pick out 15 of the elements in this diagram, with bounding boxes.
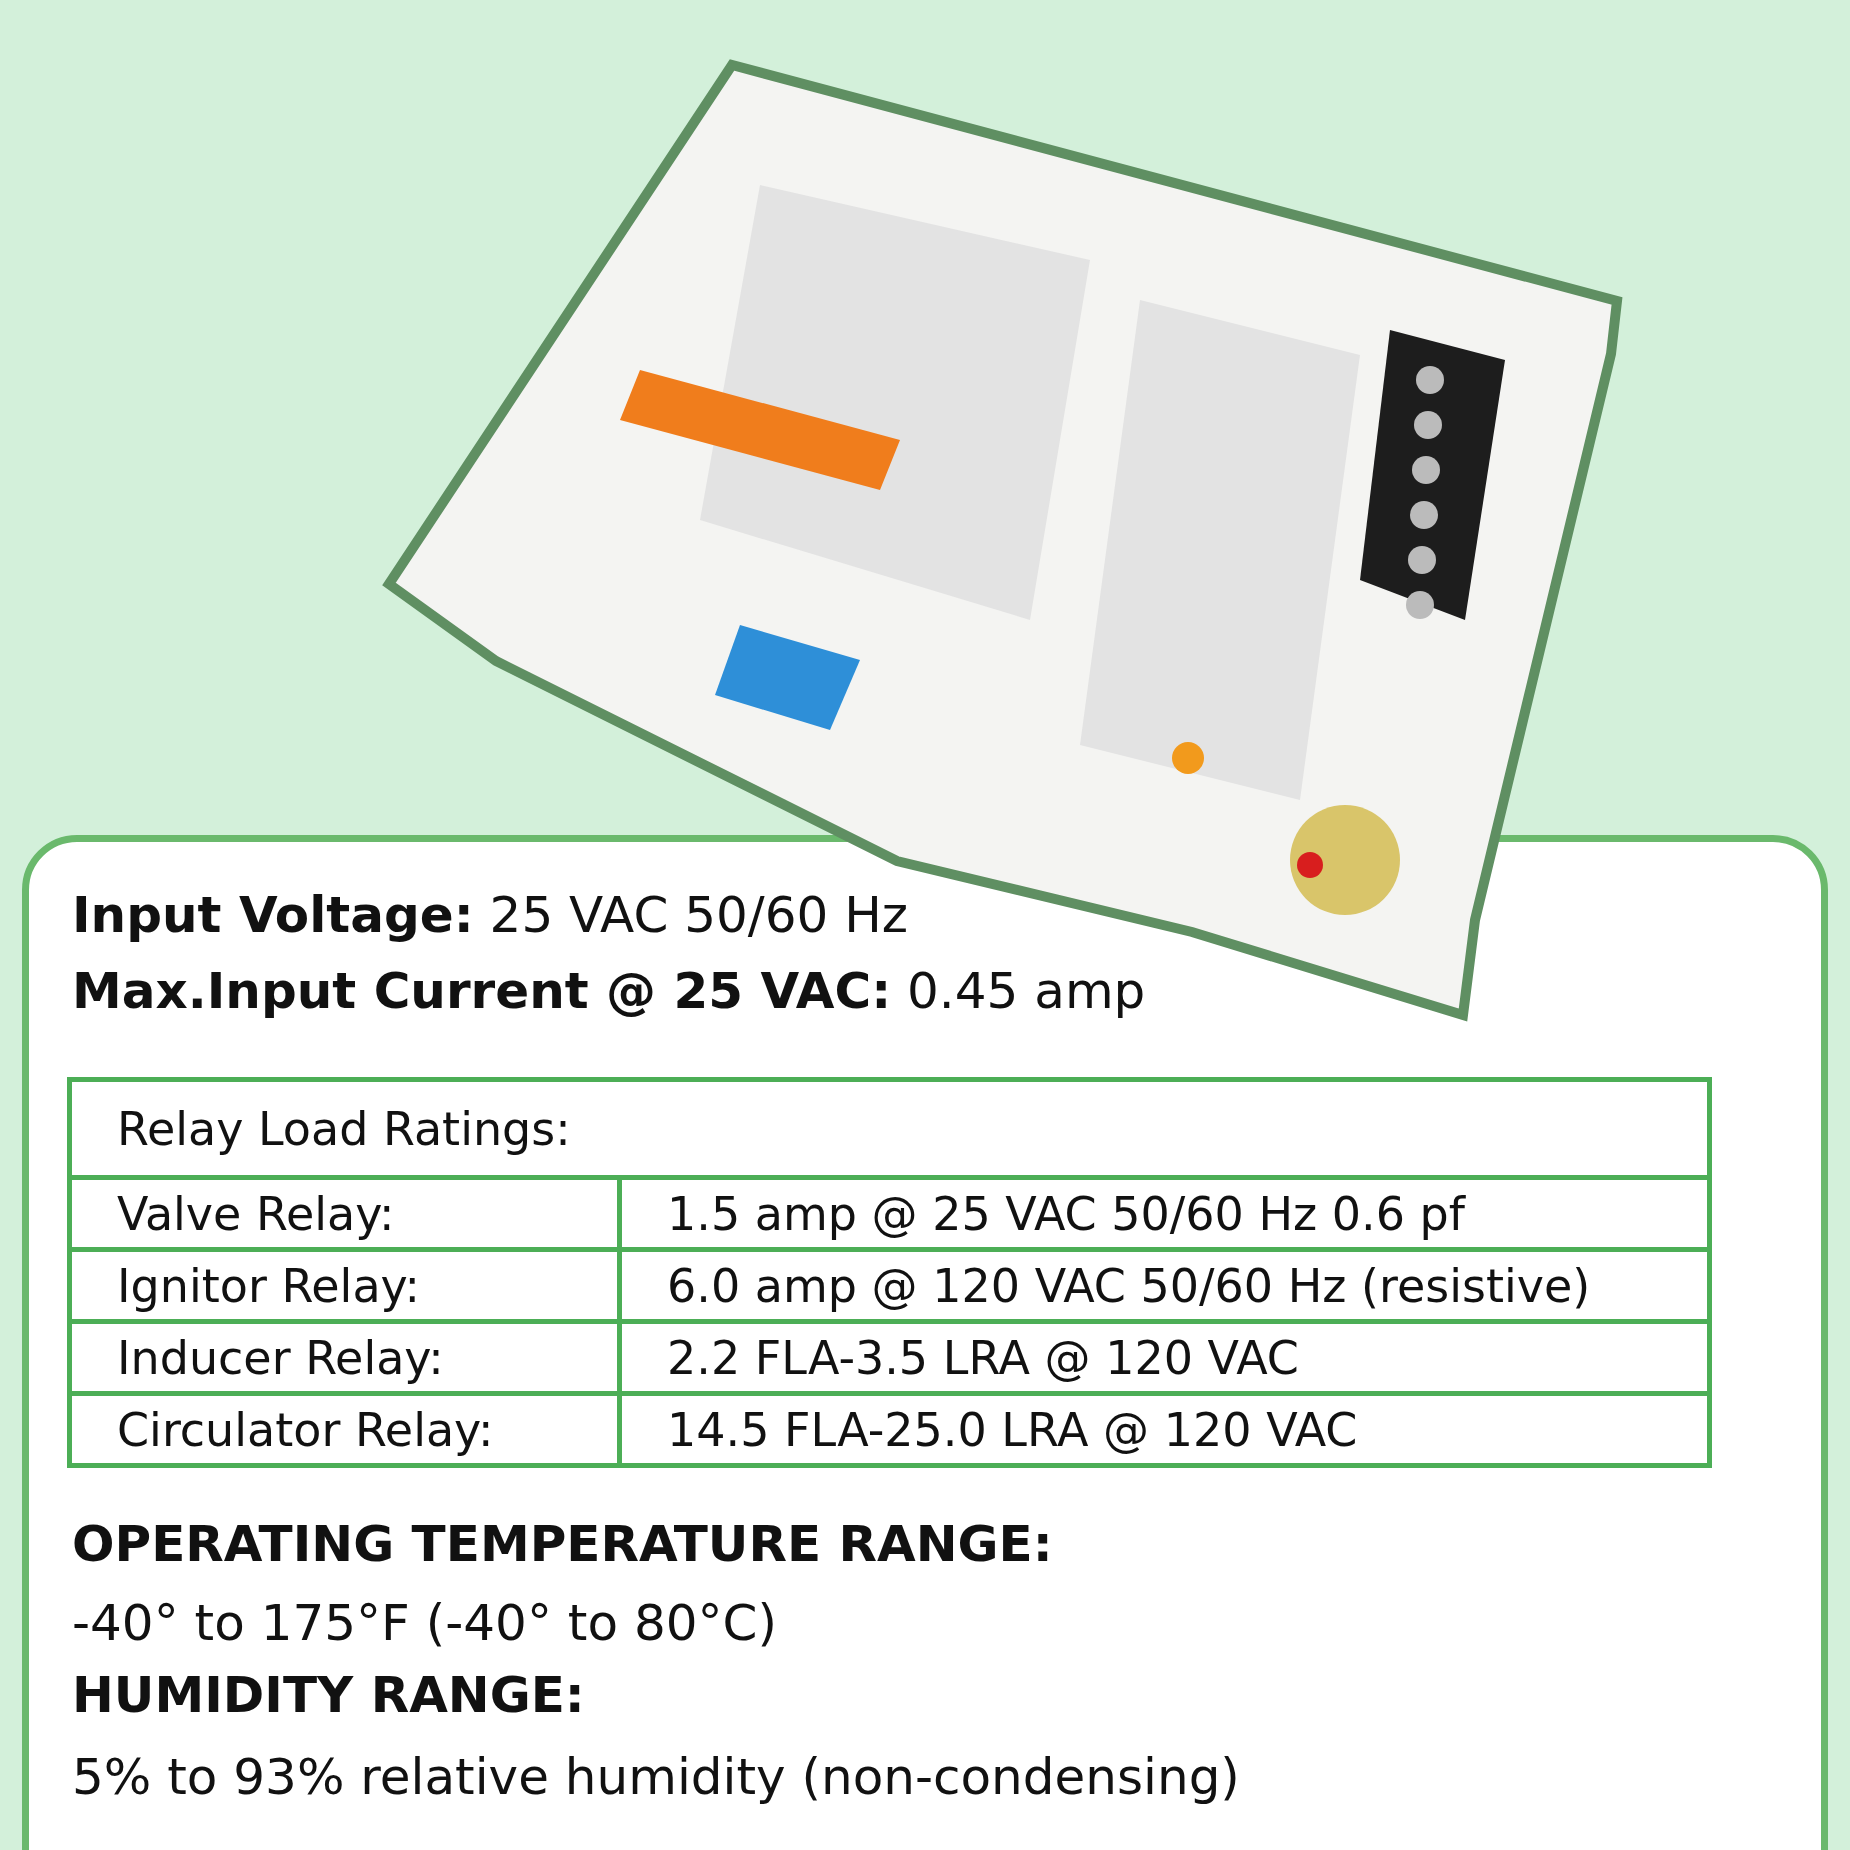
relay-rating: 2.2 FLA-3.5 LRA @ 120 VAC [619,1321,1710,1394]
range-value: -40° to 175°F (-40° to 80°C) [72,1594,777,1652]
range-value: 5% to 93% relative humidity (non-condensing) [72,1748,1240,1806]
relay-name: Inducer Relay: [69,1321,620,1394]
relay-name: Circulator Relay: [69,1393,620,1466]
relay-name: Valve Relay: [69,1177,620,1250]
spec-line: Input Voltage: 25 VAC 50/60 Hz [72,886,909,944]
relay-rating: 1.5 amp @ 25 VAC 50/60 Hz 0.6 pf [619,1177,1710,1250]
table-heading: Relay Load Ratings: [69,1079,1710,1178]
relay-name: Ignitor Relay: [69,1249,620,1322]
section-heading: HUMIDITY RANGE: [72,1666,585,1724]
section-heading: OPERATING TEMPERATURE RANGE: [72,1515,1053,1573]
relay-rating: 14.5 FLA-25.0 LRA @ 120 VAC [619,1393,1710,1466]
spec-line: Max.Input Current @ 25 VAC: 0.45 amp [72,962,1146,1020]
relay-rating: 6.0 amp @ 120 VAC 50/60 Hz (resistive) [619,1249,1710,1322]
